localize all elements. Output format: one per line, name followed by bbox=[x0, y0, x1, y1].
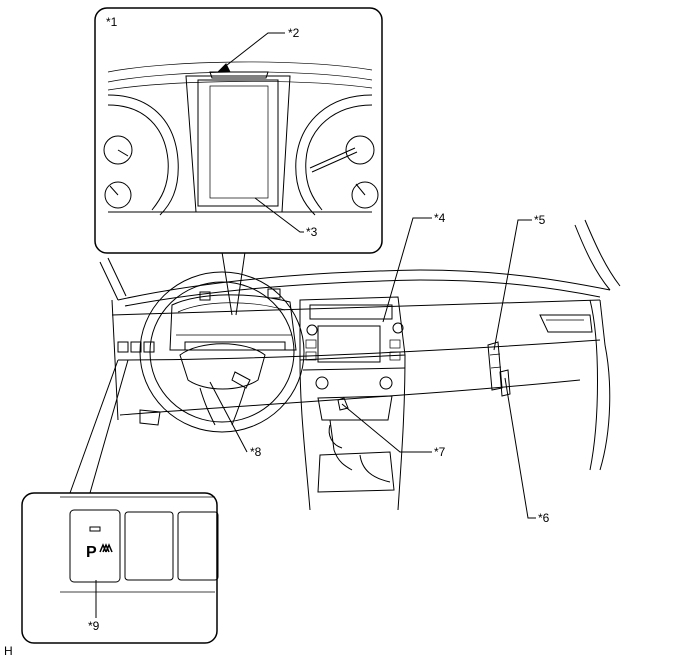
callout-3: *3 bbox=[306, 225, 318, 239]
parking-assist-symbol: P bbox=[86, 544, 97, 561]
leader-lines bbox=[95, 32, 536, 618]
callout-5: *5 bbox=[534, 213, 546, 227]
center-console bbox=[299, 296, 406, 511]
zoom-meter-box bbox=[94, 7, 383, 316]
steering-wheel bbox=[139, 271, 305, 433]
callout-9: *9 bbox=[88, 619, 100, 633]
parking-sensor-icon bbox=[99, 543, 113, 553]
callout-6: *6 bbox=[538, 511, 550, 525]
right-side-components bbox=[487, 341, 511, 397]
callout-1: *1 bbox=[106, 15, 118, 29]
combination-meter bbox=[169, 288, 297, 351]
callout-7: *7 bbox=[434, 445, 446, 459]
callout-4: *4 bbox=[434, 211, 446, 225]
zoom-switch-box: P bbox=[21, 359, 219, 644]
corner-mark: H bbox=[4, 644, 13, 658]
dashboard-illustration bbox=[99, 219, 621, 511]
callout-8: *8 bbox=[250, 445, 262, 459]
callout-labels: *1 *2 *3 *4 *5 *6 *7 *8 *9 H bbox=[4, 15, 550, 658]
callout-2: *2 bbox=[288, 26, 300, 40]
